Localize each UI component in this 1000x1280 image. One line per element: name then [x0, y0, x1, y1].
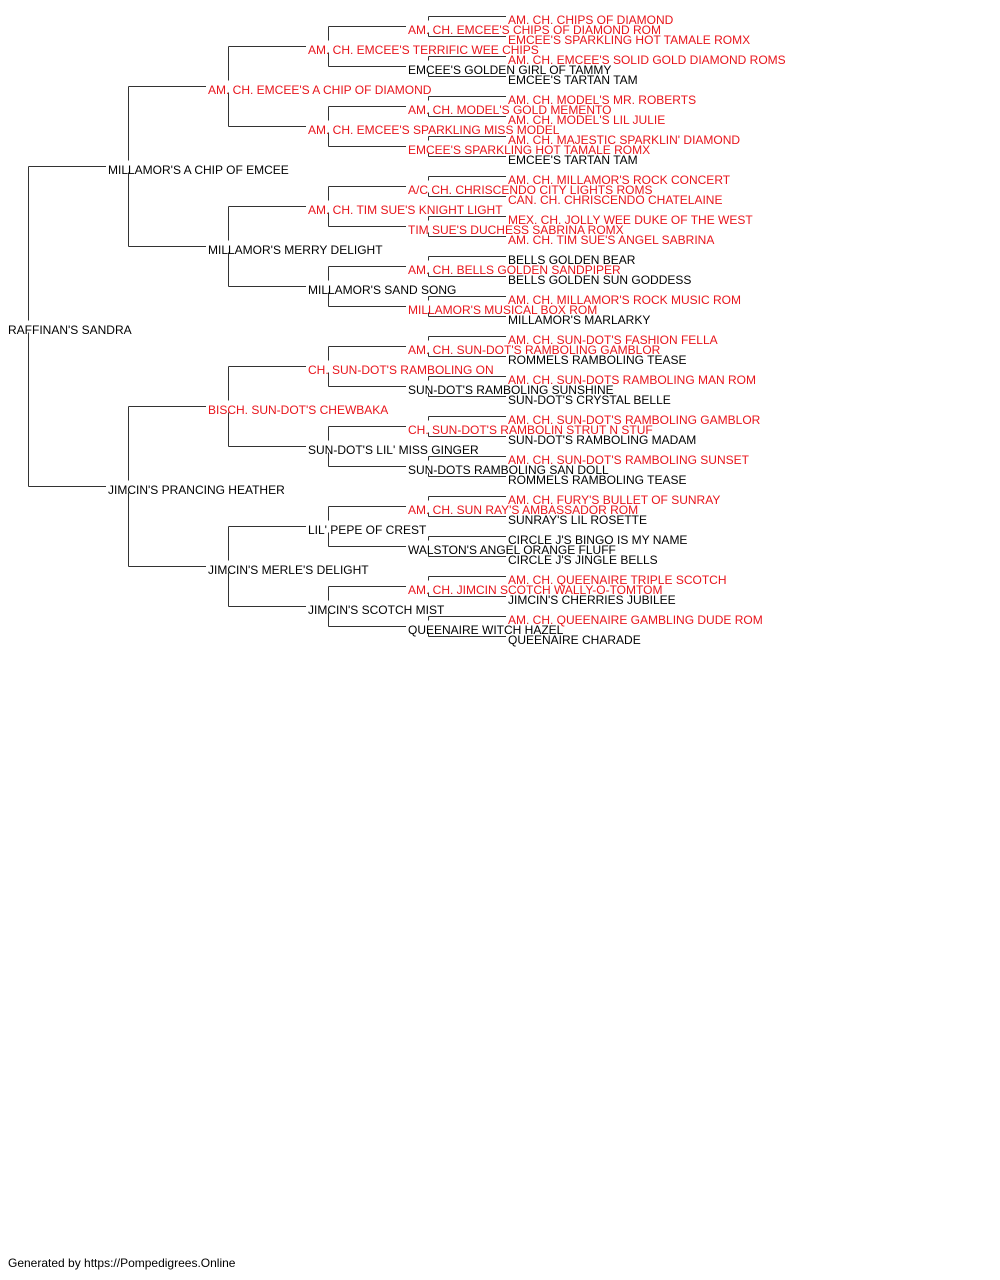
dog-name-gen6: ROMMELS RAMBOLING TEASE [508, 473, 686, 487]
dog-name-gen6: AM. CH. SUN-DOT'S RAMBOLING GAMBLOR [508, 413, 761, 427]
dog-name-gen6: AM. CH. EMCEE'S SOLID GOLD DIAMOND ROMS [508, 53, 786, 67]
dog-name-gen4: AM. CH. TIM SUE'S KNIGHT LIGHT [308, 203, 503, 217]
dog-name-gen6: AM. CH. QUEENAIRE GAMBLING DUDE ROM [508, 613, 763, 627]
dog-name-gen6: MEX. CH. JOLLY WEE DUKE OF THE WEST [508, 213, 753, 227]
dog-name-gen6: EMCEE'S SPARKLING HOT TAMALE ROMX [508, 33, 750, 47]
dog-name-gen6: EMCEE'S TARTAN TAM [508, 153, 638, 167]
dog-name-gen5: SUN-DOTS RAMBOLING SAN DOLL [408, 463, 609, 477]
dog-name-gen6: AM. CH. MAJESTIC SPARKLIN' DIAMOND [508, 133, 740, 147]
dog-name-gen6: AM. CH. MILLAMOR'S ROCK MUSIC ROM [508, 293, 741, 307]
dog-name-gen1: RAFFINAN'S SANDRA [8, 323, 132, 337]
dog-name-gen5: CH. SUN-DOT'S RAMBOLIN STRUT N STUF [408, 423, 653, 437]
dog-name-gen5: EMCEE'S SPARKLING HOT TAMALE ROMX [408, 143, 650, 157]
dog-name-gen4: LIL' PEPE OF CREST [308, 523, 427, 537]
dog-name-gen4: JIMCIN'S SCOTCH MIST [308, 603, 445, 617]
dog-name-gen2: MILLAMOR'S A CHIP OF EMCEE [108, 163, 289, 177]
dog-name-gen5: SUN-DOT'S RAMBOLING SUNSHINE [408, 383, 614, 397]
dog-name-gen6: SUNRAY'S LIL ROSETTE [508, 513, 647, 527]
dog-name-gen3: BISCH. SUN-DOT'S CHEWBAKA [208, 403, 388, 417]
dog-name-gen6: CIRCLE J'S BINGO IS MY NAME [508, 533, 687, 547]
dog-name-gen6: AM. CH. SUN-DOT'S RAMBOLING SUNSET [508, 453, 750, 467]
dog-name-gen6: AM. CH. SUN-DOT'S FASHION FELLA [508, 333, 718, 347]
dog-name-gen3: AM. CH. EMCEE'S A CHIP OF DIAMOND [208, 83, 432, 97]
dog-name-gen6: AM. CH. QUEENAIRE TRIPLE SCOTCH [508, 573, 726, 587]
dog-name-gen6: SUN-DOT'S CRYSTAL BELLE [508, 393, 671, 407]
dog-name-gen6: BELLS GOLDEN BEAR [508, 253, 636, 267]
dog-name-gen6: ROMMELS RAMBOLING TEASE [508, 353, 686, 367]
generated-by-footer: Generated by https://Pompedigrees.Online [8, 1256, 236, 1270]
connector-lines [28, 16, 506, 637]
dog-name-gen5: AM. CH. SUN-DOT'S RAMBOLING GAMBLOR [408, 343, 661, 357]
dog-name-gen6: AM. CH. SUN-DOTS RAMBOLING MAN ROM [508, 373, 756, 387]
dog-name-gen2: JIMCIN'S PRANCING HEATHER [108, 483, 285, 497]
dog-name-gen6: MILLAMOR'S MARLARKY [508, 313, 650, 327]
dog-name-gen5: EMCEE'S GOLDEN GIRL OF TAMMY [408, 63, 611, 77]
dog-name-gen5: AM. CH. BELLS GOLDEN SANDPIPER [408, 263, 621, 277]
dog-name-gen6: EMCEE'S TARTAN TAM [508, 73, 638, 87]
dog-name-gen6: AM. CH. MODEL'S MR. ROBERTS [508, 93, 696, 107]
dog-name-gen6: BELLS GOLDEN SUN GODDESS [508, 273, 691, 287]
dog-name-gen5: AM. CH. JIMCIN SCOTCH WALLY-O-TOMTOM [408, 583, 662, 597]
dog-name-gen6: AM. CH. TIM SUE'S ANGEL SABRINA [508, 233, 714, 247]
dog-name-gen6: AM. CH. CHIPS OF DIAMOND [508, 13, 674, 27]
dog-name-gen6: AM. CH. MILLAMOR'S ROCK CONCERT [508, 173, 731, 187]
dog-name-gen6: CIRCLE J'S JINGLE BELLS [508, 553, 658, 567]
dog-name-gen5: AM. CH. SUN RAY'S AMBASSADOR ROM [408, 503, 638, 517]
dog-name-gen5: QUEENAIRE WITCH HAZEL [408, 623, 564, 637]
dog-name-gen4: CH. SUN-DOT'S RAMBOLING ON [308, 363, 494, 377]
dog-name-gen5: MILLAMOR'S MUSICAL BOX ROM [408, 303, 597, 317]
dog-name-gen6: SUN-DOT'S RAMBOLING MADAM [508, 433, 696, 447]
dog-name-gen5: A/C CH. CHRISCENDO CITY LIGHTS ROMS [408, 183, 652, 197]
dog-name-gen6: AM. CH. FURY'S BULLET OF SUNRAY [508, 493, 720, 507]
dog-name-gen4: MILLAMOR'S SAND SONG [308, 283, 456, 297]
dog-name-gen6: AM. CH. MODEL'S LIL JULIE [508, 113, 665, 127]
dog-names: RAFFINAN'S SANDRA MILLAMOR'S A CHIP OF EM… [8, 13, 786, 647]
dog-name-gen6: CAN. CH. CHRISCENDO CHATELAINE [508, 193, 722, 207]
dog-name-gen3: MILLAMOR'S MERRY DELIGHT [208, 243, 383, 257]
dog-name-gen3: JIMCIN'S MERLE'S DELIGHT [208, 563, 369, 577]
dog-name-gen5: TIM SUE'S DUCHESS SABRINA ROMX [408, 223, 624, 237]
dog-name-gen4: SUN-DOT'S LIL' MISS GINGER [308, 443, 479, 457]
dog-name-gen4: AM. CH. EMCEE'S SPARKLING MISS MODEL [308, 123, 560, 137]
dog-name-gen5: AM. CH. EMCEE'S CHIPS OF DIAMOND ROM [408, 23, 661, 37]
dog-name-gen5: AM. CH. MODEL'S GOLD MEMENTO [408, 103, 611, 117]
dog-name-gen6: QUEENAIRE CHARADE [508, 633, 641, 647]
dog-name-gen4: AM. CH. EMCEE'S TERRIFIC WEE CHIPS [308, 43, 539, 57]
dog-name-gen5: WALSTON'S ANGEL ORANGE FLUFF [408, 543, 616, 557]
dog-name-gen6: JIMCIN'S CHERRIES JUBILEE [508, 593, 676, 607]
